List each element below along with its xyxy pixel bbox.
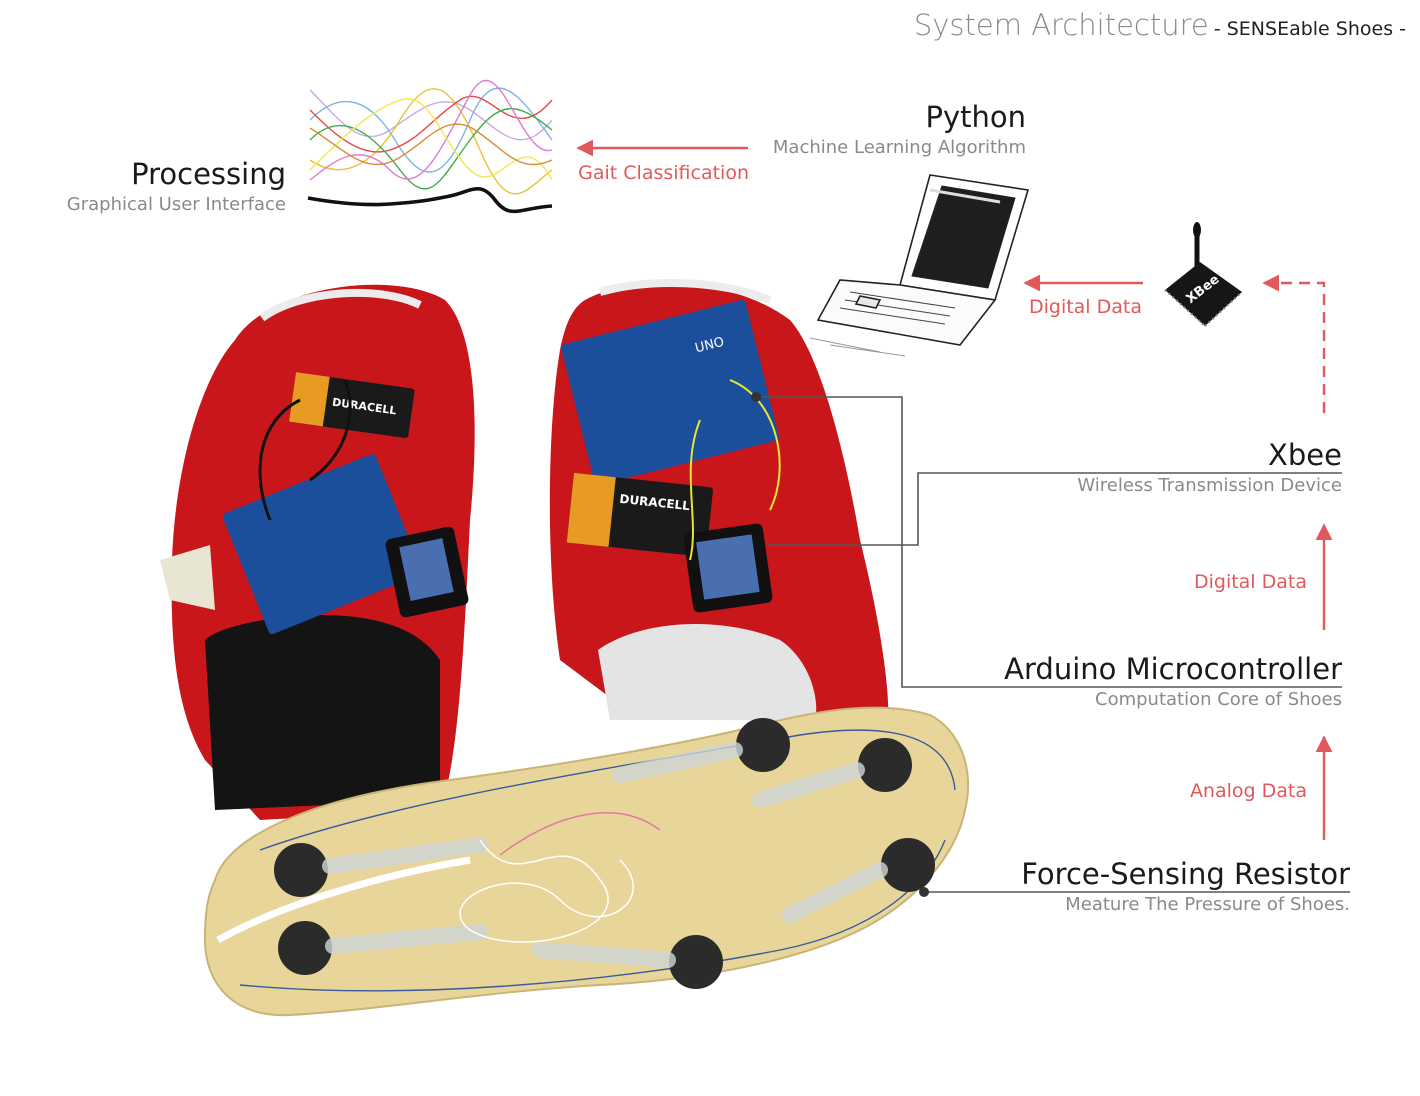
right-arduino-board	[561, 300, 779, 485]
python-desc: Machine Learning Algorithm	[772, 137, 1026, 158]
flow-label-gait-classification: Gait Classification	[578, 162, 749, 184]
arduino-title: Arduino Microcontroller	[1004, 652, 1342, 686]
arduino-desc: Computation Core of Shoes	[1095, 689, 1342, 710]
xbee-desc: Wireless Transmission Device	[1077, 475, 1342, 496]
callout-lines	[756, 396, 1350, 893]
flow-label-digital-data-right: Digital Data	[1193, 571, 1307, 593]
processing-title: Processing	[131, 157, 286, 191]
title-main: System Architecture	[913, 8, 1209, 42]
flow-label-digital-data-top: Digital Data	[1028, 296, 1142, 318]
python-title: Python	[925, 100, 1026, 134]
laptop-sketch	[809, 174, 1030, 357]
xbee-module-photo: XBee	[1164, 222, 1243, 327]
left-arduino-board	[222, 454, 422, 635]
fsr-callout-dot	[919, 887, 929, 897]
fsr-sensor-pads	[274, 718, 935, 989]
right-board-label: UNO	[694, 335, 726, 357]
right-shoe-photo: UNO DURACELL	[549, 278, 889, 720]
arduino-callout-dot	[751, 392, 761, 402]
flow-label-analog-data: Analog Data	[1189, 780, 1307, 802]
left-shoe-photo: DURACELL	[160, 284, 475, 821]
title-subtitle: - SENSEable Shoes -	[1213, 18, 1406, 40]
insole-photo	[203, 706, 970, 1017]
gui-waveform-plot	[307, 79, 553, 214]
fsr-desc: Meature The Pressure of Shoes.	[1065, 894, 1350, 915]
flow-arrows	[576, 139, 1333, 840]
xbee-title: Xbee	[1268, 438, 1342, 472]
page-title: System Architecture - SENSEable Shoes -	[0, 8, 1406, 42]
processing-desc: Graphical User Interface	[66, 194, 286, 215]
fsr-title: Force-Sensing Resistor	[1021, 857, 1350, 891]
wireless-dashed-arrow	[1262, 274, 1326, 413]
